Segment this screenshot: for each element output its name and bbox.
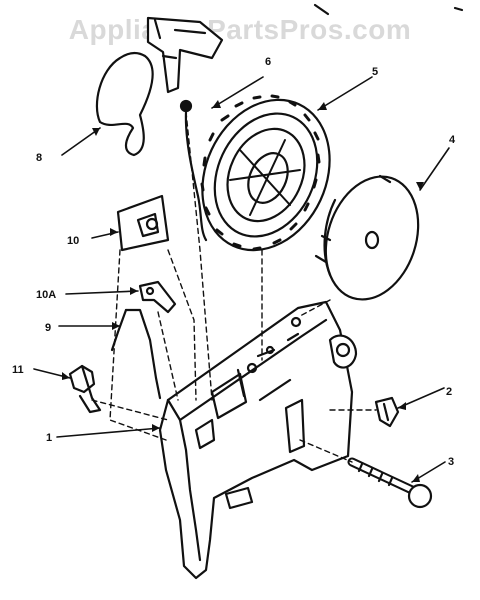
leader-8 [61,127,101,156]
callout-10: 10 [67,235,79,247]
callout-6: 6 [265,56,271,68]
corner-mark [453,6,464,12]
leader-10A [65,290,139,295]
callout-2: 2 [446,386,452,398]
part-6-spring [179,99,208,242]
part-4-disc [314,174,420,301]
leader-1 [56,427,161,438]
part-1-main-bracket [158,300,358,580]
part-10A-clip [138,280,177,314]
part-3-bolt [347,457,433,509]
part-5-sprocket-wheel [200,94,331,252]
part-9-wire [110,308,162,400]
callout-3: 3 [448,456,454,468]
callout-9: 9 [45,322,51,334]
callout-8: 8 [36,152,42,164]
leader-arrowheads [62,100,424,482]
callout-11: 11 [12,364,24,376]
part-8-wire-spring [95,51,154,157]
callout-1: 1 [46,432,52,444]
top-handle-part [146,16,224,94]
part-10-plate [116,194,170,252]
leader-6 [211,76,264,109]
callout-4: 4 [449,134,456,146]
leader-lines [33,76,450,483]
leader-4 [419,147,450,191]
part-11-wing-nut [68,364,102,414]
part-2-clip [374,396,400,428]
callout-10A: 10A [36,289,56,301]
callout-5: 5 [372,66,378,78]
assembly-guide-lines [91,111,377,463]
corner-mark [313,3,330,16]
leader-5 [317,76,373,111]
